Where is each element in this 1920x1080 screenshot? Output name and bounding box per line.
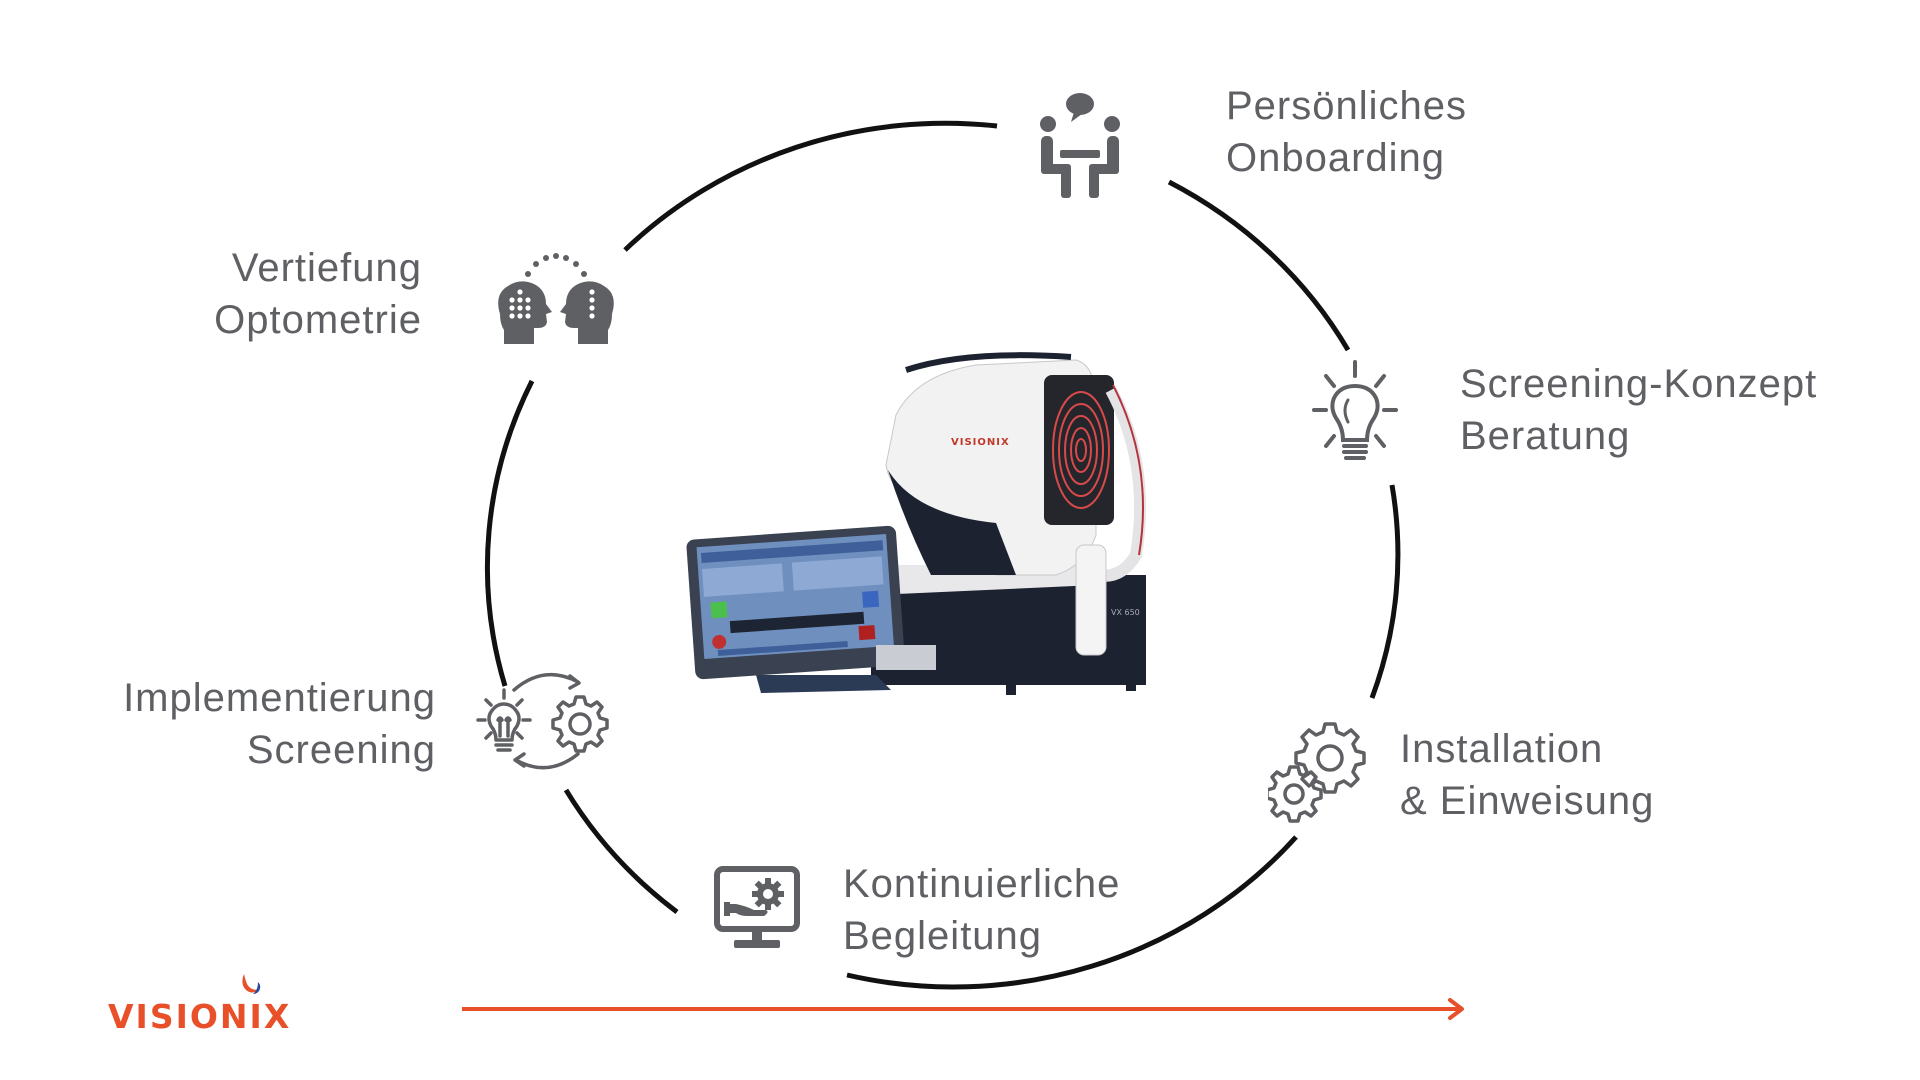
cycle-arc-top-left (623, 120, 998, 252)
step-label-line2: Optometrie (214, 298, 422, 342)
step-label-support: Kontinuierliche Begleitung (843, 858, 1120, 962)
cycle-arc-bottom-left (563, 788, 679, 914)
step-label-installation: Installation & Einweisung (1400, 723, 1654, 827)
step-label-optometry: Vertiefung Optometrie (214, 242, 422, 346)
product-brand-label: VISIONIX (951, 437, 1010, 448)
product-image-vx650: VISIONIX VX 650 (676, 345, 1156, 715)
cycle-arc-top-right (1167, 179, 1351, 352)
step-label-line1: Implementierung (123, 676, 436, 720)
step-label-implementation: Implementierung Screening (123, 672, 436, 776)
step-label-line2: & Einweisung (1400, 779, 1655, 823)
monitor-support-icon (714, 866, 800, 952)
two-heads-icon (490, 248, 622, 348)
gears-icon (1268, 720, 1368, 824)
visionix-logo: VISIONIX (108, 972, 308, 1040)
meeting-table-icon (1038, 90, 1122, 200)
cycle-arc-bottom-right (846, 835, 1298, 990)
logo-text: VISIONIX (108, 997, 292, 1036)
step-label-onboarding: Persönliches Onboarding (1226, 80, 1467, 184)
step-label-line1: Persönliches (1226, 84, 1468, 128)
cycle-arc-right (1369, 484, 1401, 699)
step-label-screening-concept: Screening-Konzept Beratung (1460, 358, 1817, 462)
step-label-line2: Begleitung (843, 914, 1043, 958)
step-label-line2: Onboarding (1226, 136, 1446, 180)
step-label-line2: Beratung (1460, 414, 1631, 458)
timeline-arrow (462, 998, 1464, 1020)
step-label-line2: Screening (246, 728, 436, 772)
step-label-line1: Vertiefung (231, 246, 422, 290)
cycle-arc-left (484, 379, 535, 687)
logo-swoosh-icon (242, 974, 261, 994)
step-label-line1: Installation (1400, 727, 1604, 771)
lightbulb-icon (1312, 360, 1398, 464)
step-label-line1: Screening-Konzept (1460, 362, 1818, 406)
step-label-line1: Kontinuierliche (843, 862, 1121, 906)
product-model-label: VX 650 (1111, 608, 1140, 617)
idea-gear-cycle-icon (474, 668, 618, 774)
